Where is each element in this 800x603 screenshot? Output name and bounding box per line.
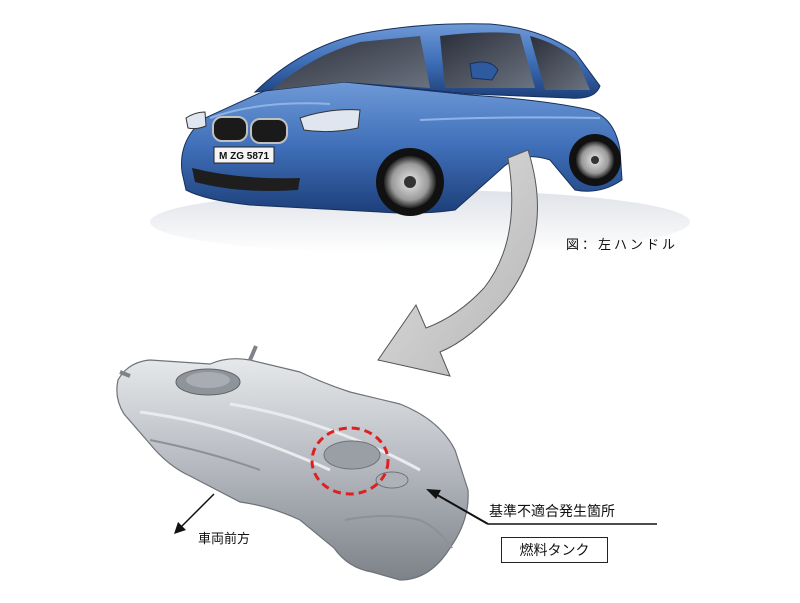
fuel-tank-image [116,345,469,581]
defect-highlight-circle [310,426,390,496]
figure-caption: 図：左ハンドル [566,238,679,253]
fuel-tank-label: 燃料タンク [519,543,590,559]
car-image: M ZG 5871 [150,23,690,254]
curved-arrow [377,149,538,377]
vehicle-front-label: 車両前方 [198,532,251,547]
fuel-tank-label-box: 燃料タンク [501,537,608,563]
defect-pointer-arrow [431,491,489,525]
front-direction-arrow [177,493,215,531]
front-direction-arrowhead [174,522,186,534]
license-plate-text: M ZG 5871 [219,151,269,162]
defect-pointer-arrowhead [426,489,441,499]
defect-location-label: 基準不適合発生箇所 [489,504,615,520]
